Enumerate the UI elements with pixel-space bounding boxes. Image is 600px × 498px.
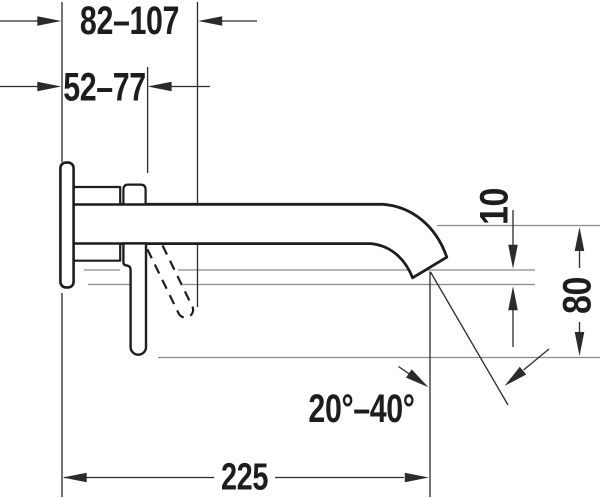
arrowhead-10-down: [508, 244, 518, 269]
dimension-lines: [0, 2, 581, 497]
dimension-arrowheads: [37, 16, 585, 483]
label-body-depth-range: 82–107: [80, 0, 179, 43]
cartridge-collar: [122, 183, 147, 206]
spout: [71, 202, 449, 280]
angle-leader-right: [523, 348, 550, 371]
arrowhead-52-77-right: [147, 81, 172, 92]
arrowhead-10-up: [508, 286, 518, 311]
wall-plate: [59, 161, 75, 289]
handle-lever: [122, 242, 148, 356]
arrowhead-80-up: [574, 227, 585, 251]
label-stream-angle-range: 20°–40°: [308, 386, 414, 431]
mounting-collar-top: [71, 185, 122, 206]
dimension-labels: 82–107 52–77 10 80 20°–40° 225: [63, 0, 599, 498]
arrowhead-angle-left: [406, 369, 429, 388]
water-stream-angle-line: [429, 271, 509, 406]
reference-lines: [84, 224, 600, 359]
label-outlet-drop: 10: [471, 188, 516, 225]
arrowhead-angle-right: [504, 366, 527, 386]
arrowhead-225-right: [404, 472, 429, 483]
label-outlet-height: 80: [554, 277, 599, 314]
mounting-collar-bottom: [71, 242, 122, 262]
handle-lever-rotated-dashed: [146, 242, 195, 319]
arrowhead-82-107-right: [198, 16, 223, 26]
faucet-body: [59, 161, 449, 356]
label-trim-depth-range: 52–77: [63, 64, 146, 109]
arrowhead-82-107-left: [37, 16, 62, 26]
arrowhead-80-down: [574, 332, 585, 356]
arrowhead-225-left: [62, 472, 87, 483]
arrowhead-52-77-left: [37, 81, 62, 92]
label-spout-projection: 225: [221, 456, 268, 498]
